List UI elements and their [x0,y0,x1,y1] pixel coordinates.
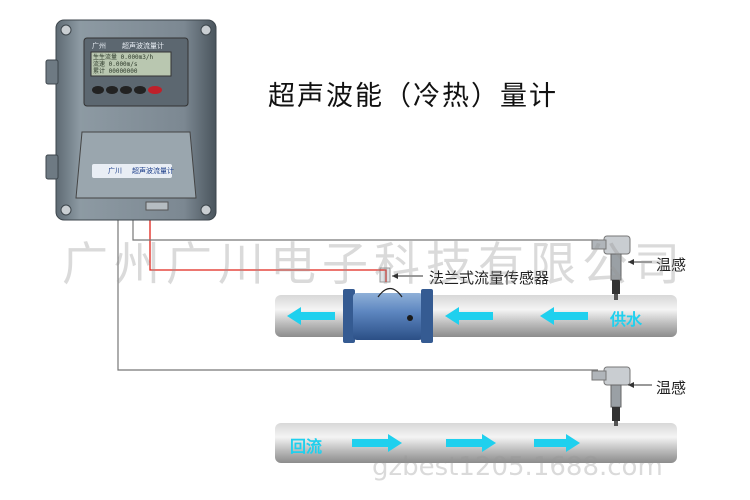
flow-arrow-right [352,434,402,452]
wire-red [149,205,387,282]
lcd-readout: 生生流量 0.000m3/h 流速 0.000m/s 累计 00000000 [93,54,153,75]
temp-sensor-top [591,235,631,300]
temp-sensor-top-label: 温感 [656,256,687,274]
return-label: 回流 [290,437,323,456]
supply-flow-arrows [287,307,588,325]
flow-arrow-left [445,307,493,325]
leader-arrow-temp-top [628,259,634,265]
key-button [120,86,132,94]
temp-sensor-bottom-label: 温感 [656,379,687,397]
key-button [148,86,162,94]
company-watermark: 广州广川电子科技有限公司 [62,237,686,291]
supply-label: 供水 [610,310,643,329]
flow-arrow-left [540,307,588,325]
leader-arrow-flange [392,273,398,279]
leader-arrow-temp-bottom [628,382,634,388]
flange-flow-sensor [343,267,433,343]
key-button [106,86,118,94]
panel-name: 超声波流量计 [132,167,174,175]
flow-arrow-left [287,307,335,325]
lcd-line: 流速 0.000m/s [93,61,138,68]
device-header-brand: 广州 [92,42,106,50]
lcd-line: 累计 00000000 [93,68,138,75]
url-watermark: gzbest1205.1688.com [372,452,663,482]
device-header-name: 超声波流量计 [122,42,164,50]
key-button [92,86,104,94]
flow-arrow-right [446,434,496,452]
flow-arrow-right [534,434,580,452]
page-title: 超声波能（冷热）量计 [268,81,558,112]
wire-grey-bottom [117,205,598,371]
flange-sensor-label: 法兰式流量传感器 [429,269,550,287]
return-flow-arrows [352,434,580,452]
temp-sensor-bottom [591,366,631,426]
lcd-screen [90,51,172,77]
flowmeter-device [45,19,217,221]
panel-brand: 广川 [108,167,122,175]
key-button [134,86,146,94]
lcd-line: 生生流量 0.000m3/h [93,54,154,61]
